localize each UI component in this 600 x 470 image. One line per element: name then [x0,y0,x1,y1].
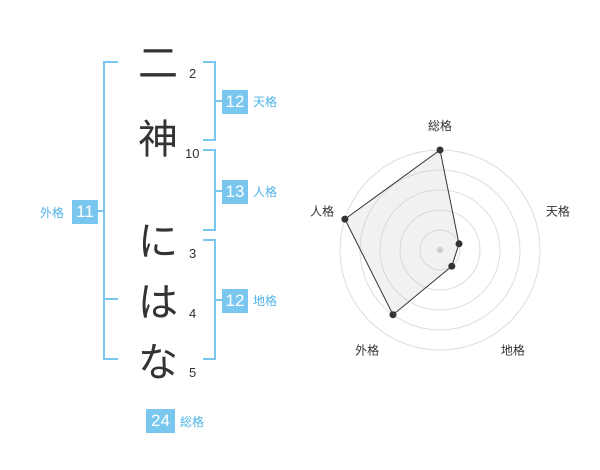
radar-center-dot [437,247,443,253]
radar-axis-label-3: 地格 [501,342,525,357]
chikaku-label: 地格 [253,294,278,308]
radar-axis-label-1: 総格 [428,118,452,133]
soukaku-label: 総格 [180,415,205,429]
stroke-count-3: 3 [189,246,197,261]
radar-point-1 [436,146,444,154]
tenkaku-badge: 12 [222,90,248,114]
gaikaku-badge: 11 [72,200,98,224]
gaikaku-label: 外格 [40,206,65,220]
radar-point-4 [389,311,397,319]
radar-point-2 [455,240,463,248]
jinkaku-badge: 13 [222,180,248,204]
radar-axis-label-5: 人格 [310,204,334,219]
radar-point-3 [448,262,456,270]
radar-ring-3 [379,189,501,311]
radar-axis-label-4: 外格 [355,342,379,357]
stroke-count-1: 2 [189,66,197,81]
radar-area [344,149,460,316]
radar-axis-label-2: 天格 [546,204,570,219]
name-char-2: 神 [138,117,178,163]
name-char-4: は [138,280,178,326]
radar-ring-2 [399,209,481,291]
chikaku-badge: 12 [222,289,248,313]
radar-point-5 [341,215,349,223]
tenkaku-label: 天格 [253,95,278,109]
stroke-count-4: 4 [189,306,197,321]
name-char-1: 二 [138,41,178,87]
name-char-3: に [138,219,178,265]
name-char-5: な [138,340,178,386]
stroke-count-5: 5 [189,365,197,380]
stroke-count-2: 10 [185,146,200,161]
soukaku-badge: 24 [146,409,175,433]
radar-ring-1 [419,229,461,271]
jinkaku-label: 人格 [253,185,278,199]
